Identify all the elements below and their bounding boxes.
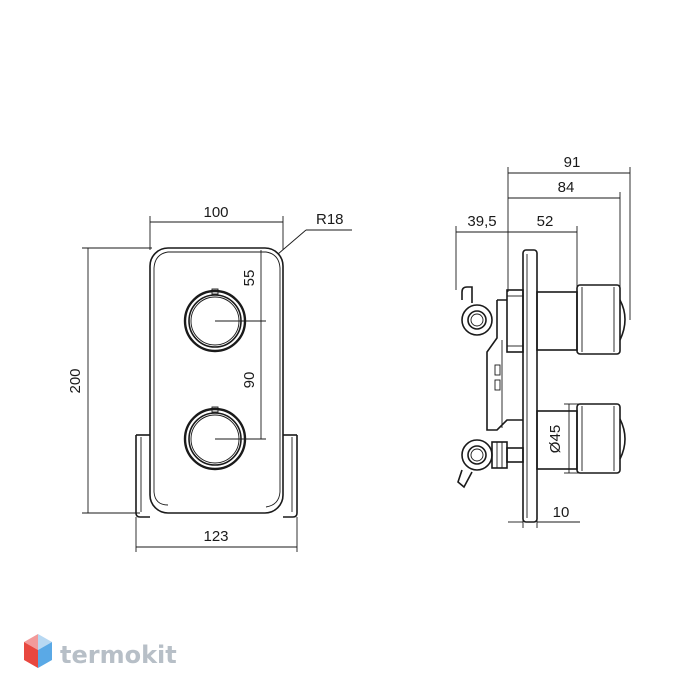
dim-side-front-depth-label: 52 [537, 213, 554, 230]
side-knob-top-collar [536, 291, 578, 351]
side-body-top [506, 289, 524, 353]
side-connector-bottom [457, 439, 524, 489]
dim-knob-spacing-label: 90 [241, 372, 258, 389]
dim-knob-top-offset-label: 55 [241, 270, 258, 287]
dim-base-width: 123 [135, 517, 298, 552]
side-knob-top [576, 284, 621, 355]
dim-side-depth-2-label: 84 [558, 179, 575, 196]
dim-side-total-depth: 91 [507, 154, 631, 320]
front-view: 100 R18 200 55 90 123 [67, 204, 352, 552]
dim-plate-thickness-label: 10 [553, 504, 570, 521]
dim-knob-diameter: Ø45 [547, 403, 580, 474]
brand-name: termokit [60, 641, 177, 669]
side-knob-bottom [576, 403, 621, 474]
dim-front-width: 100 [149, 204, 284, 250]
dim-front-height-label: 200 [67, 368, 84, 393]
side-plate [522, 249, 538, 523]
termokit-logo-icon [24, 634, 52, 668]
front-base-body [135, 435, 150, 518]
dim-side-front-depth: 52 [508, 213, 578, 290]
dim-knob-positions: 55 90 [215, 250, 266, 440]
front-base-body-right [283, 435, 298, 518]
dim-knob-diameter-label: Ø45 [547, 425, 564, 453]
dim-front-width-label: 100 [203, 204, 228, 221]
dim-side-depth-2: 84 [508, 179, 621, 287]
brand-logo: termokit [24, 634, 177, 669]
side-rear-bracket [486, 299, 523, 431]
dim-plate-thickness: 10 [508, 504, 580, 528]
dim-side-rear-depth-label: 39,5 [467, 213, 496, 230]
dim-corner-radius-label: R18 [316, 211, 344, 228]
side-view: 91 84 39,5 52 Ø45 [455, 154, 631, 528]
dim-side-total-depth-label: 91 [564, 154, 581, 171]
dim-front-height: 200 [67, 247, 152, 514]
front-knob-top [183, 288, 247, 353]
side-connector-top [461, 286, 493, 336]
front-plate-outline [149, 247, 284, 514]
dim-side-rear-depth: 39,5 [455, 213, 508, 290]
dim-corner-radius: R18 [277, 211, 352, 255]
dim-base-width-label: 123 [203, 528, 228, 545]
front-knob-bottom [183, 406, 247, 471]
front-plate-inner-edge [153, 251, 281, 508]
